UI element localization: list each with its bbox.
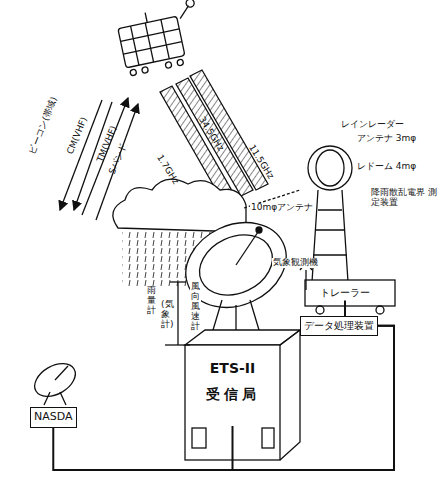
- node-text: トレーラー: [320, 287, 370, 299]
- callout-label: 降雨散乱電界 測定装置: [370, 188, 444, 208]
- vertical-label: 風向風速計: [190, 282, 201, 331]
- callout-label: レドーム 4mφ: [356, 162, 417, 172]
- station-box: ETS-II 受信局: [186, 352, 279, 426]
- node-text: ETS-II: [190, 360, 275, 376]
- callout-label: 10mφアンテナ: [250, 203, 314, 213]
- cable-line: [53, 326, 394, 470]
- callout-label: ビーコン(帯域): [27, 95, 60, 157]
- station-box: NASDA: [30, 407, 77, 428]
- node-text: 受信局: [190, 386, 275, 402]
- station-box: データ処理装置: [300, 316, 378, 336]
- callout-label: CM(VHF): [65, 115, 90, 157]
- node-text: NASDA: [34, 411, 73, 424]
- vertical-label: (気象計): [160, 300, 171, 330]
- node-text: データ処理装置: [304, 320, 374, 332]
- station-box: トレーラー: [318, 285, 372, 301]
- callout-label: 気象観測機: [272, 258, 319, 268]
- cable-line: [344, 301, 346, 317]
- callout-label: アンテナ 3mφ: [356, 134, 417, 144]
- vertical-label: 雨量計: [146, 286, 157, 316]
- callout-label: レインレーダー: [340, 120, 405, 130]
